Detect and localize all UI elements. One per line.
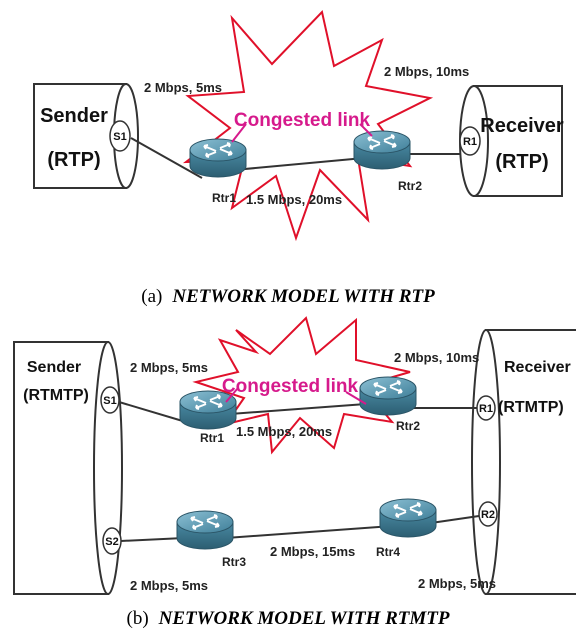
congestion-burst-b — [192, 316, 411, 455]
caption-text: NETWORK MODEL WITH RTP — [172, 286, 435, 307]
receiver-port-r1-a — [459, 126, 481, 156]
router-rtr4-b — [379, 498, 437, 538]
sender-port-s1-a — [109, 120, 131, 152]
link-label: 2 Mbps, 5ms — [130, 360, 208, 375]
caption-tag: (a) — [141, 286, 163, 307]
link-rtr3-rtr4-b — [225, 525, 393, 539]
congested-link-label: Congested link — [234, 110, 371, 131]
caption-b: (b) NETWORK MODEL WITH RTMTP — [0, 608, 576, 630]
congested-link-label: Congested link — [222, 376, 359, 397]
sender-title: Sender — [27, 359, 81, 376]
port-label: R1 — [463, 136, 477, 148]
router-rtr2-b — [359, 376, 417, 416]
caption-tag: (b) — [126, 608, 149, 629]
diagram-b: S1 S2 Sender (RTMTP) R1 R2 Receiver (RTM… — [13, 316, 576, 595]
receiver-node-b: R1 R2 Receiver (RTMTP) — [471, 329, 576, 595]
port-label: R2 — [481, 509, 495, 521]
router-label: Rtr2 — [398, 179, 422, 193]
link-label: 2 Mbps, 5ms — [130, 578, 208, 593]
link-sender-rtr1-a — [130, 137, 203, 179]
link-label: 2 Mbps, 5ms — [144, 80, 222, 95]
link-label: 2 Mbps, 15ms — [270, 544, 355, 559]
router-label: Rtr4 — [376, 545, 400, 559]
link-label: 2 Mbps, 10ms — [394, 350, 479, 365]
receiver-protocol: (RTP) — [495, 151, 548, 173]
sender-port-s1-b — [100, 386, 120, 414]
router-rtr2-a — [353, 130, 411, 170]
link-s2-rtr3-b — [120, 537, 185, 542]
router-label: Rtr2 — [396, 419, 420, 433]
port-label: S2 — [105, 536, 118, 548]
link-s1-rtr1-b — [118, 401, 187, 423]
port-label: R1 — [479, 403, 493, 415]
sender-protocol: (RTP) — [47, 149, 100, 171]
sender-title: Sender — [40, 105, 108, 127]
port-label: S1 — [113, 131, 126, 143]
link-label: 2 Mbps, 10ms — [384, 64, 469, 79]
receiver-title: Receiver — [480, 115, 564, 137]
router-label: Rtr1 — [212, 191, 236, 205]
router-rtr1-a — [189, 138, 247, 178]
router-label: Rtr3 — [222, 555, 246, 569]
caption-text: NETWORK MODEL WITH RTMTP — [158, 608, 450, 629]
receiver-port-r2-b — [478, 501, 498, 527]
router-rtr3-b — [176, 510, 234, 550]
port-label: S1 — [103, 395, 116, 407]
sender-node-a: S1 Sender (RTP) — [33, 83, 139, 189]
receiver-title: Receiver — [504, 359, 571, 376]
link-label: 1.5 Mbps, 20ms — [236, 424, 332, 439]
link-label: 1.5 Mbps, 20ms — [246, 192, 342, 207]
sender-node-b: S1 S2 Sender (RTMTP) — [13, 341, 123, 595]
link-rtr1-rtr2-b — [229, 403, 367, 415]
router-label: Rtr1 — [200, 431, 224, 445]
caption-a: (a) NETWORK MODEL WITH RTP — [0, 286, 576, 308]
receiver-node-a: R1 Receiver (RTP) — [459, 85, 564, 197]
sender-protocol: (RTMTP) — [23, 387, 89, 404]
receiver-protocol: (RTMTP) — [498, 399, 564, 416]
link-label: 2 Mbps, 5ms — [418, 576, 496, 591]
diagram-a: S1 Sender (RTP) R1 Receiver (RTP) Rtr1 R… — [33, 9, 564, 242]
link-rtr1-rtr2-a — [233, 157, 365, 171]
